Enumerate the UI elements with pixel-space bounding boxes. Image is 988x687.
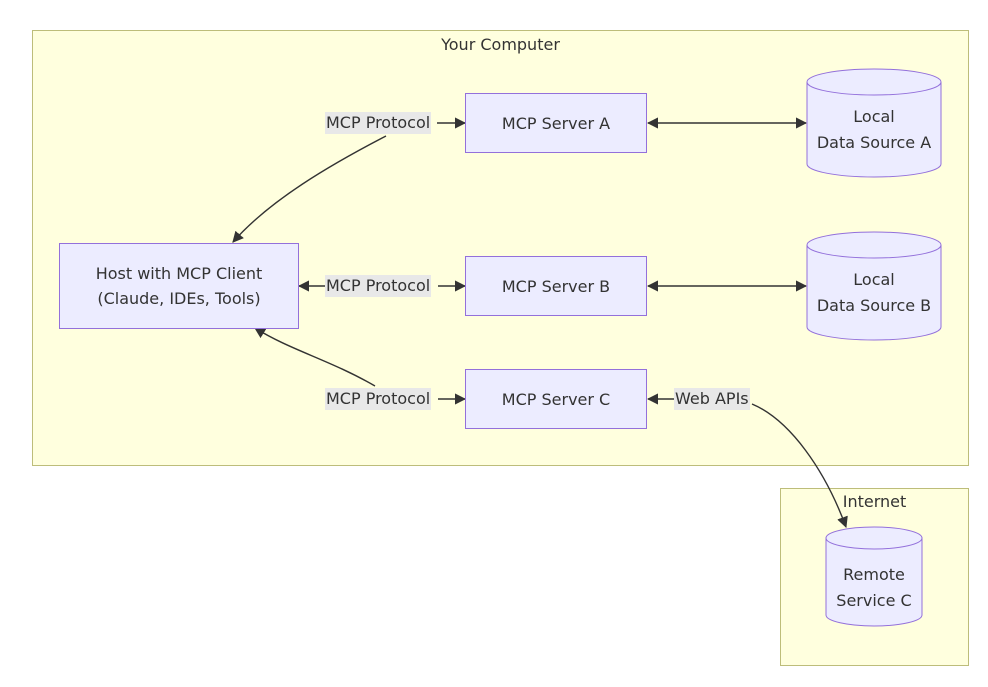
remote-service-c-label: Remote Service C [826, 555, 922, 621]
remote-service-c-line-2: Service C [836, 591, 912, 610]
host-line-1: Host with MCP Client [95, 264, 263, 283]
data-source-b-label: Local Data Source B [807, 260, 941, 326]
edge-label-protocol-b: MCP Protocol [325, 275, 432, 297]
server-c-label: MCP Server C [501, 389, 611, 409]
node-mcp-server-a: MCP Server A [465, 93, 647, 153]
data-source-a-line-2: Data Source A [816, 133, 932, 152]
edge-label-web-apis: Web APIs [674, 388, 750, 410]
cluster-title-your-computer: Your Computer [441, 35, 560, 54]
data-source-a-label: Local Data Source A [807, 97, 941, 163]
edge-host-to-protocol-a [232, 135, 387, 243]
cylinder-data-source-b [806, 231, 942, 341]
cylinder-data-source-a [806, 68, 942, 178]
data-source-b-line-1: Local [853, 270, 895, 289]
edge-host-to-protocol-c [254, 327, 376, 387]
remote-service-c-line-1: Remote [843, 565, 905, 584]
host-line-2: (Claude, IDEs, Tools) [97, 289, 261, 308]
node-mcp-server-b: MCP Server B [465, 256, 647, 316]
cluster-internet: Internet [780, 488, 969, 666]
edge-web-apis-to-remote-c [751, 403, 848, 529]
node-host-mcp-client: Host with MCP Client (Claude, IDEs, Tool… [59, 243, 299, 329]
edge-label-protocol-a: MCP Protocol [325, 112, 432, 134]
server-a-label: MCP Server A [501, 113, 611, 133]
server-b-label: MCP Server B [501, 276, 611, 296]
cylinder-remote-service-c [825, 526, 923, 627]
cluster-title-internet: Internet [842, 492, 907, 511]
edge-label-protocol-c: MCP Protocol [325, 388, 432, 410]
data-source-a-line-1: Local [853, 107, 895, 126]
node-mcp-server-c: MCP Server C [465, 369, 647, 429]
data-source-b-line-2: Data Source B [816, 296, 932, 315]
